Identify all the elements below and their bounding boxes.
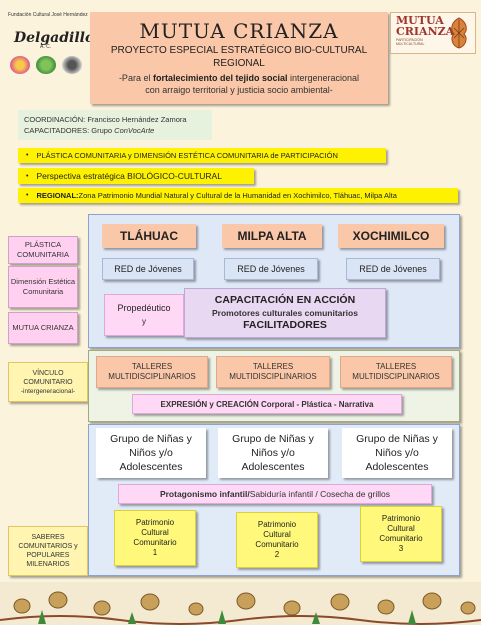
red-jovenes-xochimilco: RED de Jóvenes [346, 258, 440, 280]
logo-foundation-name: Delgadillo [14, 30, 95, 46]
label-dimension-estetica: Dimensión Estética Comunitaria [8, 266, 78, 308]
partner-logo-3 [62, 56, 82, 74]
title-description: -Para el fortalecimiento del tejido soci… [118, 73, 360, 95]
subtitle-line-1: PROYECTO ESPECIAL ESTRATÉGICO BIO-CULTUR… [110, 45, 368, 56]
label-mutua-crianza: MUTUA CRIANZA [8, 312, 78, 344]
title-box: MUTUA CRIANZA PROYECTO ESPECIAL ESTRATÉG… [90, 12, 388, 104]
capacitacion-box: CAPACITACIÓN EN ACCIÓN Promotores cultur… [184, 288, 386, 338]
bar-perspectiva: •Perspectiva estratégica BIOLÓGICO-CULTU… [18, 168, 254, 184]
bar-regional: •REGIONAL: Zona Patrimonio Mundial Natur… [18, 188, 458, 203]
logo-foundation-text: Fundación Cultural José Hernández [8, 12, 88, 18]
logo-foundation-sub: A. C. [40, 44, 52, 50]
coordination-box: COORDINACIÓN: Francisco Hernández Zamora… [18, 110, 212, 140]
children-illustration-icon [0, 591, 481, 625]
label-saberes-comunitarios: SABERES COMUNITARIOS y POPULARES MILENAR… [8, 526, 88, 576]
red-jovenes-milpa-alta: RED de Jóvenes [224, 258, 318, 280]
subtitle-line-2: REGIONAL [213, 58, 265, 69]
expresion-creacion-bar: EXPRESIÓN y CREACIÓN Corporal - Plástica… [132, 394, 402, 414]
partner-logo-1 [10, 56, 30, 74]
plant-figure-icon [451, 17, 467, 49]
region-milpa-alta: MILPA ALTA [222, 224, 322, 248]
red-jovenes-tlahuac: RED de Jóvenes [102, 258, 194, 280]
bar-plastica-comunitaria: •PLÁSTICA COMUNITARIA y DIMENSIÓN ESTÉTI… [18, 148, 386, 163]
trainer-group-name: ConVocArte [114, 126, 155, 135]
page-title: MUTUA CRIANZA [139, 19, 339, 43]
coordinator-name: Francisco Hernández Zamora [87, 115, 187, 124]
mutua-crianza-logo-sub: PARTICIPACIÓN MULTICULTURAL [396, 38, 425, 46]
region-xochimilco: XOCHIMILCO [338, 224, 444, 248]
protagonismo-bar: Protagonismo infantil/ Sabiduría infanti… [118, 484, 432, 504]
partner-logo-2 [36, 56, 56, 74]
region-tlahuac: TLÁHUAC [102, 224, 196, 248]
label-vinculo-comunitario: VÍNCULO COMUNITARIO -intergeneracional- [8, 362, 88, 402]
propedeutico-box: Propedéutico y [104, 294, 184, 336]
label-plastica-comunitaria: PLÁSTICA COMUNITARIA [8, 236, 78, 264]
